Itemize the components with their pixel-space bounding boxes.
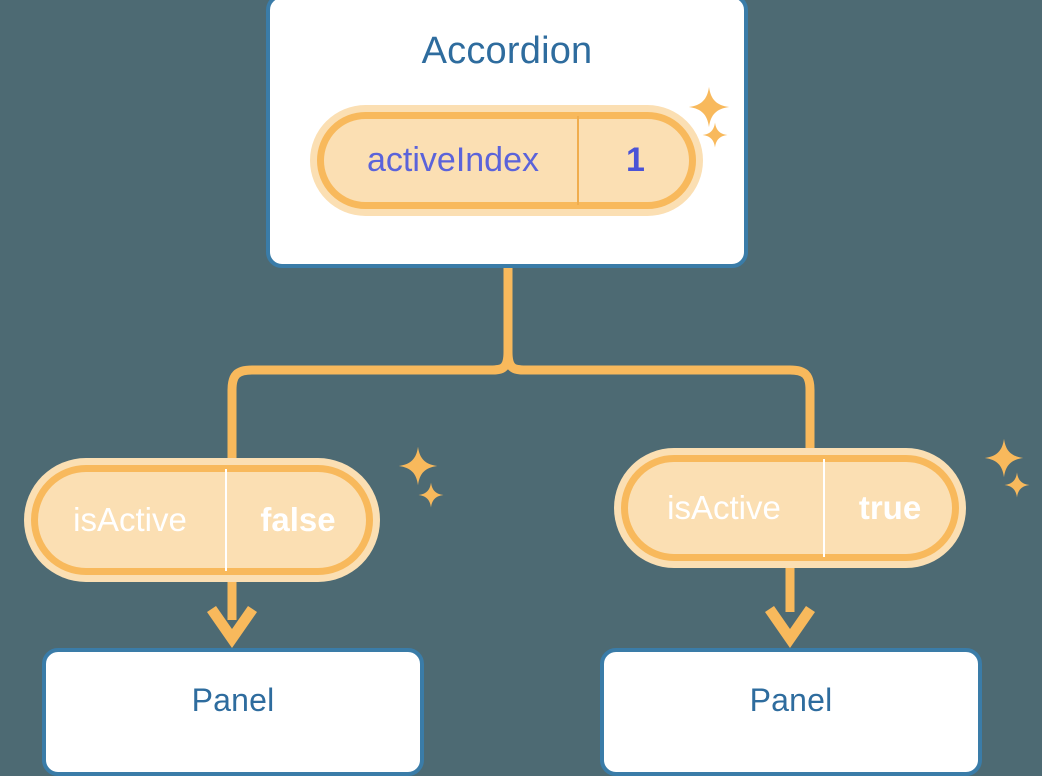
state-pill-isactive-left[interactable]: isActive false bbox=[24, 458, 380, 582]
state-pill-activeindex[interactable]: activeIndex 1 bbox=[310, 105, 703, 216]
panel-title: Panel bbox=[749, 682, 833, 718]
arrowhead-left bbox=[207, 606, 257, 648]
state-value-label: 1 bbox=[626, 141, 645, 179]
state-value-label: false bbox=[260, 501, 336, 538]
state-pill-isactive-right[interactable]: isActive true bbox=[614, 448, 966, 568]
accordion-title: Accordion bbox=[421, 30, 593, 72]
panel-title: Panel bbox=[191, 682, 275, 718]
state-value-label: true bbox=[858, 489, 922, 526]
panel-component-card-left[interactable]: Panel bbox=[42, 648, 424, 776]
arrowhead-right bbox=[765, 606, 815, 648]
connector-fork-right bbox=[503, 351, 815, 458]
sparkle-small-icon bbox=[418, 482, 444, 508]
sparkle-large-icon bbox=[688, 86, 730, 128]
sparkle-small-icon bbox=[1004, 472, 1030, 498]
connector-fork-left bbox=[227, 351, 513, 468]
panel-component-card-right[interactable]: Panel bbox=[600, 648, 982, 776]
state-key-label: activeIndex bbox=[321, 116, 579, 205]
sparkle-large-icon bbox=[398, 446, 438, 486]
sparkle-large-icon bbox=[984, 438, 1024, 478]
state-key-label: isActive bbox=[625, 459, 825, 557]
state-key-label: isActive bbox=[35, 469, 227, 571]
sparkle-small-icon bbox=[702, 122, 728, 148]
